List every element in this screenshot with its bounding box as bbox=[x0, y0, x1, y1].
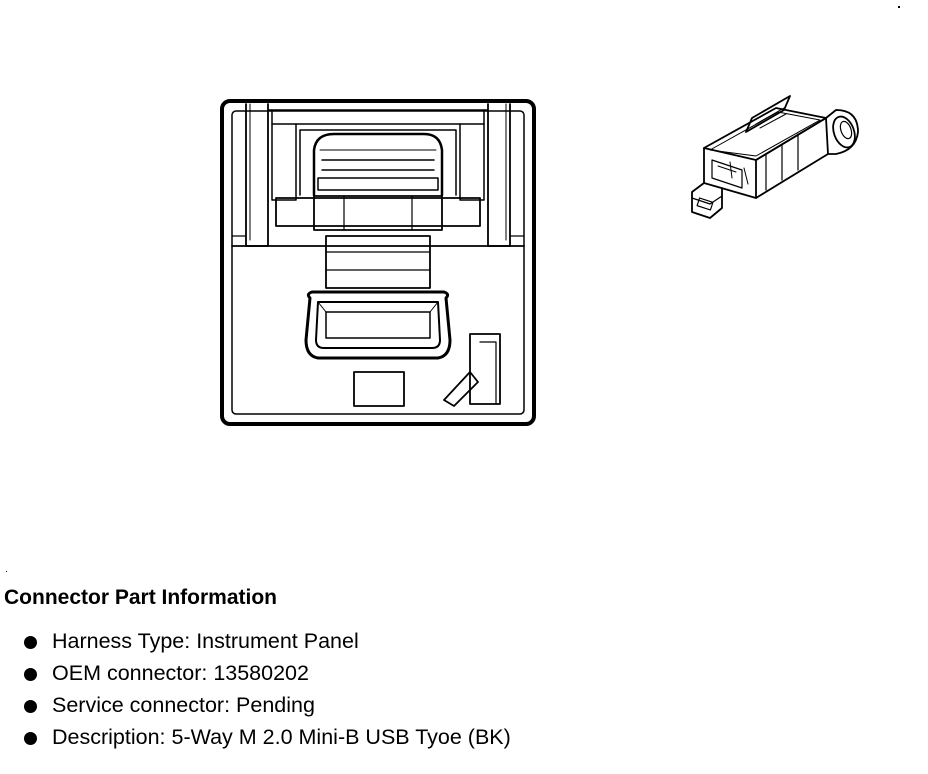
scan-speck bbox=[6, 571, 7, 572]
housing-inner bbox=[231, 110, 525, 415]
bullet-icon bbox=[24, 700, 37, 713]
detail-description: Description: 5-Way M 2.0 Mini-B USB Tyoe… bbox=[52, 725, 511, 749]
bullet-icon bbox=[24, 636, 37, 649]
detail-oem-connector: OEM connector: 13580202 bbox=[52, 661, 309, 685]
list-item: Service connector: Pending bbox=[4, 689, 904, 721]
connector-part-information: Connector Part Information Harness Type:… bbox=[4, 586, 904, 753]
housing-outer bbox=[220, 99, 536, 426]
scan-speck bbox=[898, 6, 900, 8]
detail-list: Harness Type: Instrument Panel OEM conne… bbox=[4, 625, 904, 753]
list-item: Harness Type: Instrument Panel bbox=[4, 625, 904, 657]
connector-illustration bbox=[6, 6, 900, 572]
list-item: Description: 5-Way M 2.0 Mini-B USB Tyoe… bbox=[4, 721, 904, 753]
connector-isometric-view bbox=[691, 95, 859, 219]
connector-face-view bbox=[220, 99, 536, 426]
list-item: OEM connector: 13580202 bbox=[4, 657, 904, 689]
detail-harness-type: Harness Type: Instrument Panel bbox=[52, 629, 359, 653]
section-title: Connector Part Information bbox=[4, 586, 278, 609]
bullet-icon bbox=[24, 732, 37, 745]
bullet-icon bbox=[24, 668, 37, 681]
detail-service-connector: Service connector: Pending bbox=[52, 693, 315, 717]
